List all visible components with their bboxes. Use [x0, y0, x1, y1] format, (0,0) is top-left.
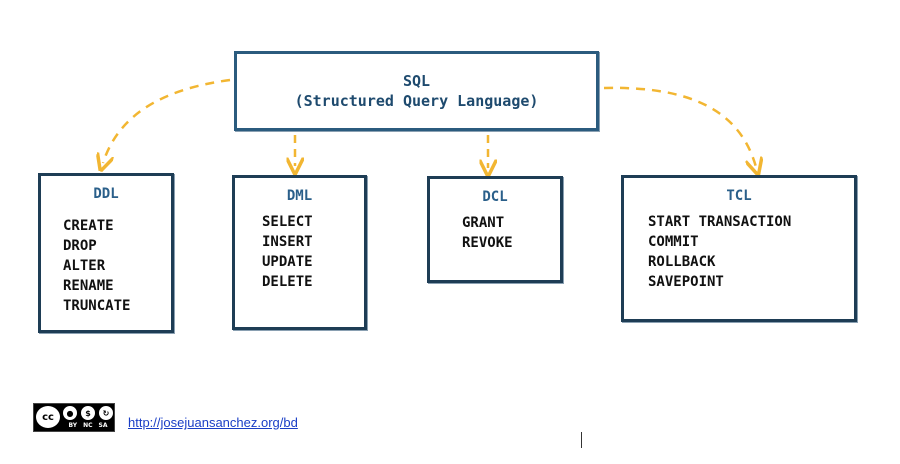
dml-box: DML SELECT INSERT UPDATE DELETE: [232, 175, 367, 330]
sa-icon: ↻: [98, 405, 114, 421]
ddl-item: DROP: [63, 238, 97, 254]
ddl-item: RENAME: [63, 278, 114, 294]
arrow-to-ddl: [103, 78, 231, 163]
tcl-item: COMMIT: [648, 234, 699, 250]
tcl-item: SAVEPOINT: [648, 274, 724, 290]
tcl-item: ROLLBACK: [648, 254, 716, 270]
dml-item: SELECT: [262, 214, 313, 230]
dml-item: INSERT: [262, 234, 313, 250]
ddl-title: DDL: [93, 186, 119, 202]
source-link[interactable]: http://josejuansanchez.org/bd: [128, 415, 298, 430]
sql-root-box: SQL (Structured Query Language): [234, 51, 599, 131]
dml-title: DML: [286, 188, 313, 204]
tcl-title: TCL: [726, 188, 752, 204]
cc-license-icon[interactable]: cc ● $ ↻ BY NC SA: [33, 403, 115, 432]
tcl-item: START TRANSACTION: [648, 214, 792, 230]
dml-item: UPDATE: [262, 254, 313, 270]
dcl-title: DCL: [482, 189, 508, 205]
tcl-box: TCL START TRANSACTION COMMIT ROLLBACK SA…: [621, 175, 857, 322]
cc-icon: cc: [36, 406, 60, 428]
nc-icon: $: [80, 405, 96, 421]
arrow-to-tcl: [603, 86, 756, 167]
dml-item: DELETE: [262, 274, 313, 290]
by-icon: ●: [62, 405, 78, 421]
license-label-sa: SA: [98, 422, 108, 429]
text-cursor: [581, 432, 582, 448]
ddl-item: TRUNCATE: [63, 298, 131, 314]
license-label-by: BY: [68, 422, 78, 429]
ddl-item: ALTER: [63, 258, 106, 274]
dcl-item: GRANT: [462, 215, 505, 231]
dcl-box: DCL GRANT REVOKE: [427, 176, 563, 283]
ddl-box: DDL CREATE DROP ALTER RENAME TRUNCATE: [38, 173, 174, 333]
dcl-item: REVOKE: [462, 235, 513, 251]
sql-subtitle: (Structured Query Language): [294, 92, 539, 110]
sql-title: SQL: [402, 72, 431, 90]
license-label-nc: NC: [83, 422, 93, 429]
ddl-item: CREATE: [63, 218, 114, 234]
